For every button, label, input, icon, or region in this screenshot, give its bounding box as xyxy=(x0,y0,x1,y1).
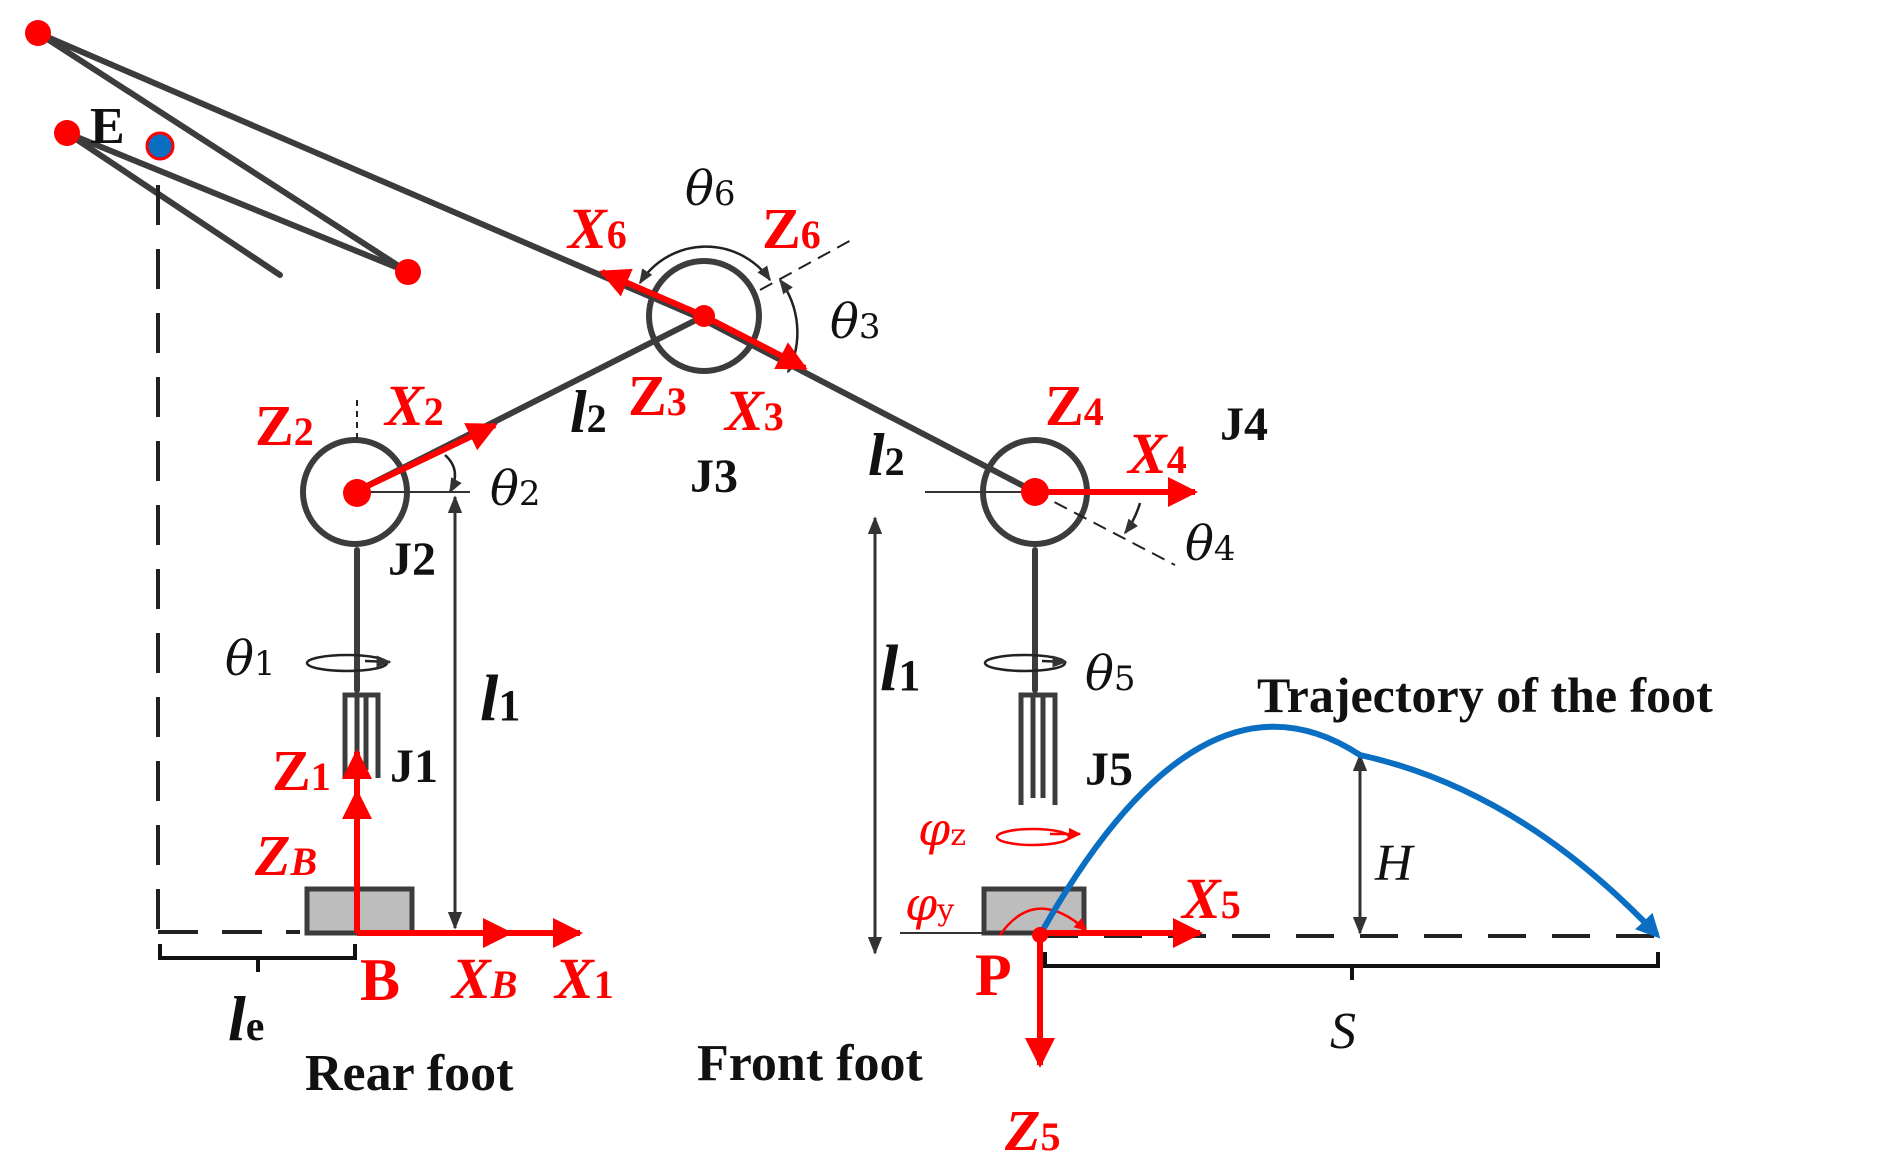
arc-theta6 xyxy=(638,245,772,285)
foot-trajectory-curve xyxy=(1037,723,1661,939)
label-theta3: θ3 xyxy=(830,294,881,350)
label-Z1: Z1 xyxy=(272,738,331,803)
joint-j3-circle xyxy=(646,258,762,374)
point-mid-left xyxy=(395,259,421,285)
axis-X2 xyxy=(353,422,498,495)
link-end-effector-b xyxy=(64,130,411,275)
label-l1-right: l1 xyxy=(880,632,920,705)
label-ZB: ZB xyxy=(254,823,317,888)
arc-phi-z xyxy=(995,827,1071,847)
actuator-j5 xyxy=(1018,692,1058,805)
label-Z5: Z5 xyxy=(1004,1098,1060,1162)
label-X5: X5 xyxy=(1180,866,1241,931)
label-P: P xyxy=(975,942,1012,1008)
arc-theta5 xyxy=(983,653,1067,673)
axis-X3 xyxy=(702,313,808,371)
point-j3 xyxy=(693,305,715,327)
label-X6: X6 xyxy=(566,196,627,261)
caption-trajectory: Trajectory of the foot xyxy=(1257,667,1713,723)
bracket-S xyxy=(1043,952,1660,980)
label-H: H xyxy=(1374,835,1415,892)
dashed-j3-ext xyxy=(759,237,856,291)
axis-X6 xyxy=(599,268,706,319)
label-Z3: Z3 xyxy=(628,363,687,428)
label-l1-left: l1 xyxy=(480,662,520,735)
link-end-effector-c xyxy=(64,130,283,278)
label-X3: X3 xyxy=(723,378,784,443)
arc-theta1 xyxy=(305,653,389,673)
label-theta2: θ2 xyxy=(490,461,541,517)
caption-front-foot: Front foot xyxy=(697,1035,923,1092)
caption-rear-foot: Rear foot xyxy=(305,1045,514,1102)
label-Z6: Z6 xyxy=(762,196,821,261)
label-phi-y: φy xyxy=(905,877,954,931)
robot-links xyxy=(35,30,1038,693)
bracket-le xyxy=(158,944,357,972)
label-l2-left: l2 xyxy=(570,379,607,445)
arc-theta2 xyxy=(444,454,462,494)
label-theta6: θ6 xyxy=(685,161,736,217)
link-swing-long xyxy=(35,30,703,321)
arc-theta4 xyxy=(1124,502,1142,535)
label-l2-right: l2 xyxy=(868,422,905,488)
label-E: E xyxy=(90,98,125,155)
label-J5: J5 xyxy=(1085,743,1133,796)
link-upper-right xyxy=(697,315,1038,495)
label-le: le xyxy=(228,983,264,1054)
label-B: B xyxy=(360,947,400,1013)
actuator-j1 xyxy=(342,692,381,778)
point-top-left xyxy=(25,20,51,46)
point-E-red xyxy=(54,120,80,146)
dashed-j4-ext xyxy=(1034,491,1176,566)
label-J3: J3 xyxy=(690,450,738,503)
label-theta5: θ5 xyxy=(1085,646,1136,702)
label-J2: J2 xyxy=(388,533,436,586)
point-P xyxy=(1032,927,1048,943)
label-X4: X4 xyxy=(1126,421,1187,486)
label-Z2: Z2 xyxy=(255,393,314,458)
point-j2 xyxy=(343,479,371,507)
label-phi-z: φz xyxy=(918,802,966,856)
label-X1: X1 xyxy=(553,946,614,1011)
label-Z4: Z4 xyxy=(1045,373,1104,438)
label-J1: J1 xyxy=(390,740,438,793)
label-XB: XB xyxy=(450,946,517,1011)
front-foot-block xyxy=(981,886,1087,936)
point-E-blue xyxy=(145,131,175,161)
link-end-effector-a xyxy=(35,30,411,275)
label-S: S xyxy=(1330,1003,1356,1060)
point-j4 xyxy=(1021,478,1049,506)
arc-phi-y xyxy=(998,907,1087,936)
label-J4: J4 xyxy=(1220,398,1268,451)
label-theta4: θ4 xyxy=(1185,516,1236,572)
label-theta1: θ1 xyxy=(225,631,276,687)
label-X2: X2 xyxy=(383,373,444,438)
